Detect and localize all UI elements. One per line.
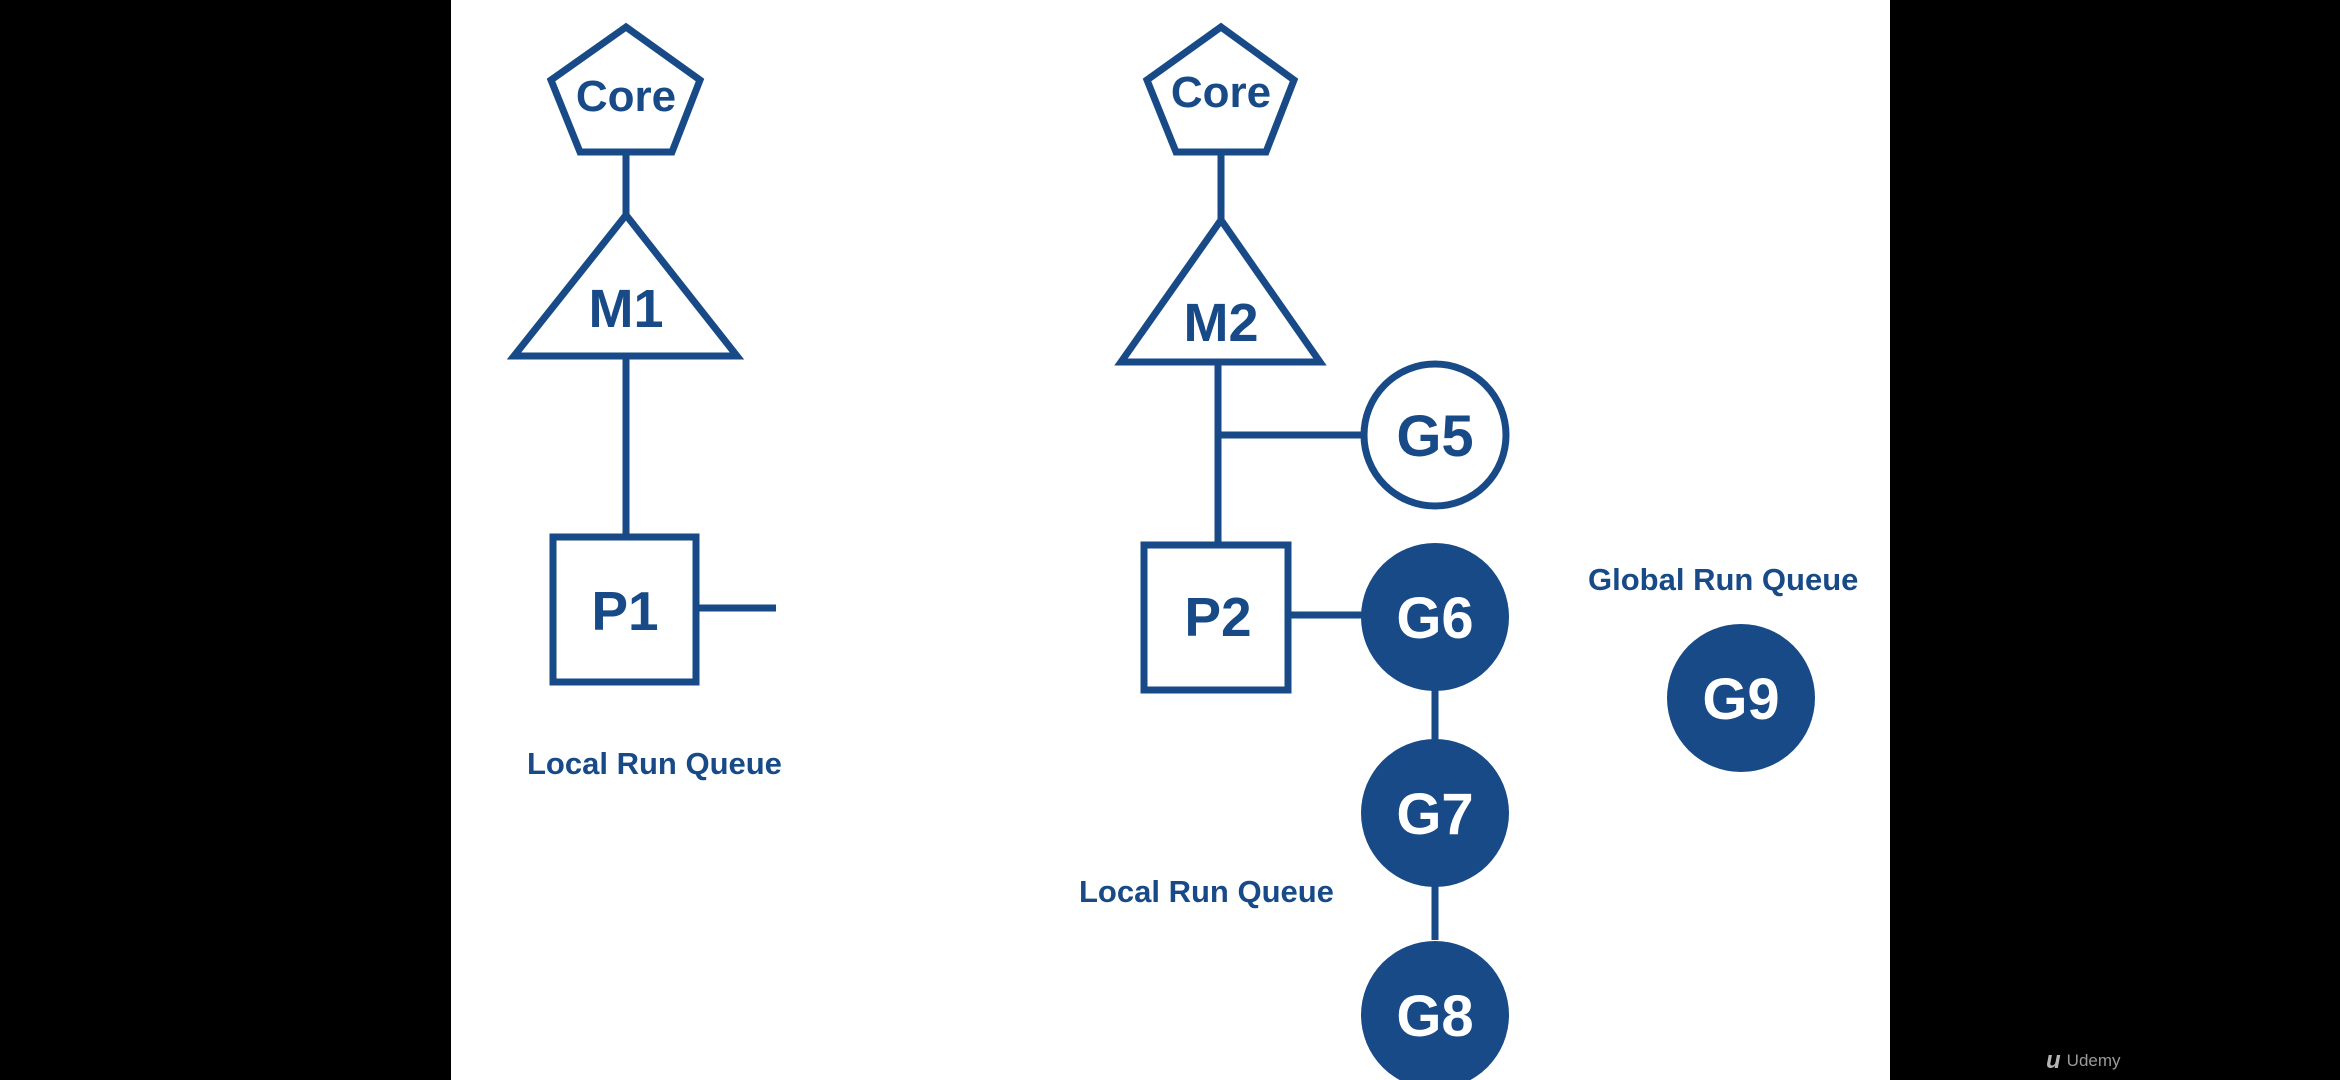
machine-m1-triangle	[506, 209, 745, 360]
core-label-left: Core	[576, 72, 676, 121]
udemy-logo-icon: u	[2046, 1047, 2061, 1074]
machine-m2-triangle	[1114, 213, 1327, 366]
global-run-queue-caption: Global Run Queue	[1588, 562, 1858, 597]
processor-p1-box	[549, 533, 700, 686]
goroutine-g8-label: G8	[1396, 984, 1473, 1049]
udemy-watermark: u Udemy	[2046, 1047, 2121, 1075]
goroutine-g6-circle	[1361, 543, 1509, 691]
processor-p2-label: P2	[1184, 586, 1251, 648]
processor-p2-box	[1140, 541, 1292, 694]
udemy-watermark-text: Udemy	[2066, 1051, 2121, 1070]
goroutine-g5-circle	[1360, 360, 1510, 510]
goroutine-g9-circle	[1667, 624, 1815, 772]
goroutine-g7-circle	[1361, 739, 1509, 887]
goroutine-g5-label: G5	[1396, 404, 1473, 469]
goroutine-g9-label: G9	[1702, 667, 1779, 732]
connectors	[622, 155, 1439, 940]
local-run-queue-caption-right: Local Run Queue	[1079, 874, 1334, 909]
goroutine-g7-label: G7	[1396, 782, 1473, 847]
machine-m1-label: M1	[588, 279, 663, 339]
machine-m2-label: M2	[1183, 293, 1258, 353]
local-run-queue-caption-left: Local Run Queue	[527, 746, 782, 781]
core-pentagon-right	[1142, 22, 1299, 156]
goroutine-g6-label: G6	[1396, 586, 1473, 651]
goroutine-g8-circle	[1361, 941, 1509, 1080]
processor-p1-label: P1	[591, 580, 658, 642]
core-label-right: Core	[1171, 68, 1271, 117]
core-pentagon-left	[546, 22, 705, 156]
